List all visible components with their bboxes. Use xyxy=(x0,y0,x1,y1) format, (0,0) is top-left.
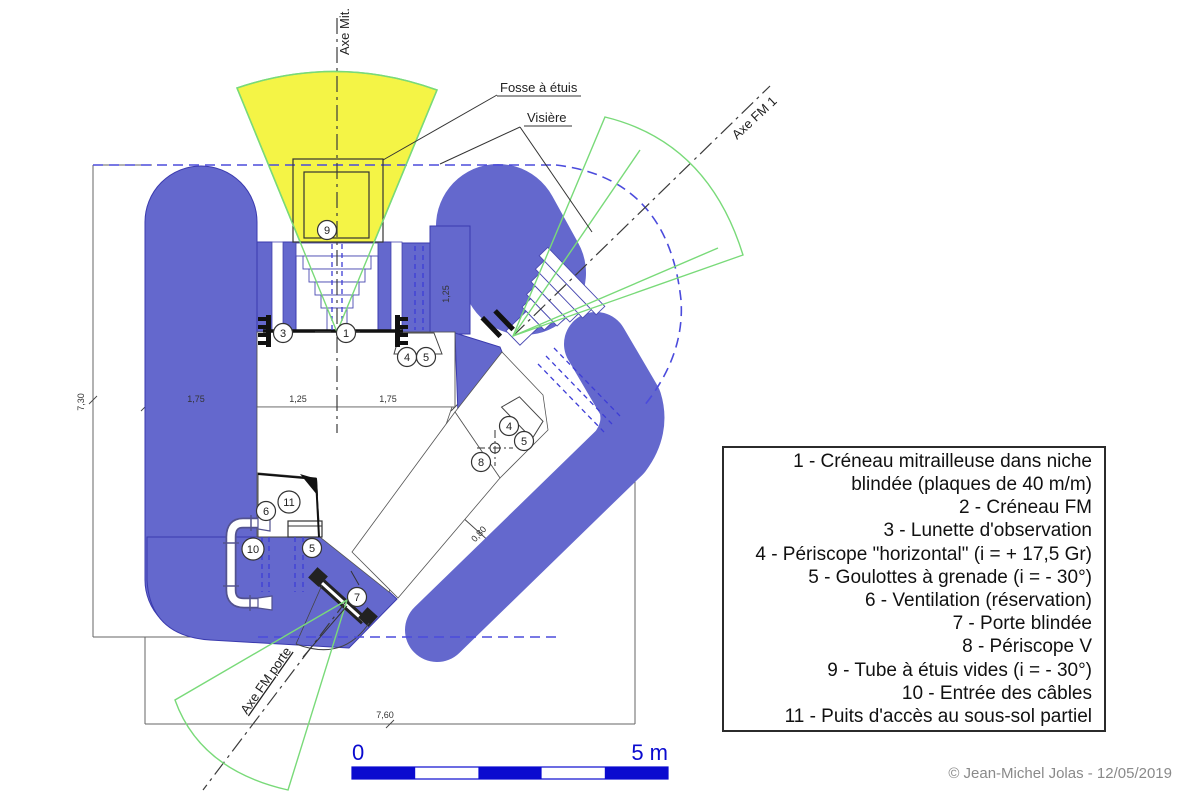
svg-text:5: 5 xyxy=(521,436,527,448)
periscope-v-crosshair xyxy=(477,430,513,466)
wall-front-right xyxy=(436,164,586,335)
legend-item: 6 - Ventilation (réservation) xyxy=(864,590,1092,611)
dim-seg-mid: 1,25 xyxy=(289,394,307,404)
ventilation-opening xyxy=(287,520,323,538)
plan-marker-4: 4 xyxy=(498,415,520,437)
dim-left-height: 7,30 xyxy=(76,393,86,411)
door-sector-outline xyxy=(174,598,349,791)
plan-marker-8: 8 xyxy=(470,451,492,473)
svg-text:4: 4 xyxy=(404,352,410,364)
axis-door xyxy=(202,599,348,791)
legend-item: 3 - Lunette d'observation xyxy=(883,520,1092,542)
fm1-sector-outline xyxy=(511,116,744,338)
plan-marker-9: 9 xyxy=(316,219,338,241)
callout-visiere: Visière xyxy=(527,110,567,125)
plan-marker-5: 5 xyxy=(513,430,535,452)
legend-item: 10 - Entrée des câbles xyxy=(901,682,1092,704)
axis-label-fm1: Axe FM 1 xyxy=(729,93,780,142)
legend-item: 7 - Porte blindée xyxy=(952,613,1092,635)
svg-text:6: 6 xyxy=(263,506,269,518)
dim-seg-left: 1,75 xyxy=(187,394,205,404)
plan-marker-4: 4 xyxy=(396,346,418,368)
door-swing-arc xyxy=(295,622,370,651)
scale-bar: 0 5 m xyxy=(351,740,669,780)
svg-text:5: 5 xyxy=(309,543,315,555)
plate-comb-left xyxy=(258,315,271,347)
well-room-wedge xyxy=(257,473,320,538)
plan-marker-10: 10 xyxy=(241,537,265,561)
callout-fosse: Fosse à étuis xyxy=(500,80,578,95)
fm-embrasure-steps xyxy=(505,246,606,346)
dim-bottom-width: 7,60 xyxy=(376,710,394,720)
wall-rear-band xyxy=(405,312,665,662)
plan-marker-11: 11 xyxy=(277,490,301,514)
legend-item: 1 - Créneau mitrailleuse dans niche blin… xyxy=(793,450,1092,496)
sector-outlines xyxy=(174,70,744,791)
axis-fm1 xyxy=(512,85,771,337)
legend-item: 8 - Périscope V xyxy=(962,636,1092,658)
scale-end-label: 5 m xyxy=(631,740,668,765)
svg-text:9: 9 xyxy=(324,225,330,237)
copyright-text: © Jean-Michel Jolas - 12/05/2019 xyxy=(948,765,1172,782)
leader-lines xyxy=(302,94,593,658)
svg-text:3: 3 xyxy=(280,328,286,340)
wall-mass xyxy=(144,164,665,662)
armour-plate-fm xyxy=(480,309,515,339)
mg-sector-outline xyxy=(236,70,438,334)
plate-comb-right xyxy=(395,315,408,347)
legend-item: 2 - Créneau FM xyxy=(958,497,1092,519)
plan-marker-1: 1 xyxy=(335,322,357,344)
svg-text:11: 11 xyxy=(283,497,294,509)
dim-seg-right: 1,75 xyxy=(379,394,397,404)
legend-item: 9 - Tube à étuis vides (i = - 30°) xyxy=(827,659,1092,681)
plan-marker-3: 3 xyxy=(272,322,294,344)
plan-marker-5: 5 xyxy=(415,346,437,368)
axis-label-mit: Axe Mit. xyxy=(337,8,352,55)
svg-text:4: 4 xyxy=(506,421,512,433)
svg-text:7: 7 xyxy=(354,592,360,604)
svg-text:1: 1 xyxy=(343,328,349,340)
svg-text:10: 10 xyxy=(247,544,259,556)
legend-item: 5 - Goulottes à grenade (i = - 30°) xyxy=(808,566,1092,588)
plan-marker-5: 5 xyxy=(301,537,323,559)
plan-marker-6: 6 xyxy=(255,500,277,522)
visor-dashed-outline xyxy=(93,164,683,638)
dim-niche-depth: 1,25 xyxy=(441,285,451,303)
legend-item: 11 - Puits d'accès au sous-sol partiel xyxy=(784,705,1092,727)
legend-item: 4 - Périscope "horizontal" (i = + 17,5 G… xyxy=(755,543,1092,565)
svg-text:8: 8 xyxy=(478,457,484,469)
scale-start-label: 0 xyxy=(352,740,364,765)
svg-text:5: 5 xyxy=(423,352,429,364)
legend-box: 1 - Créneau mitrailleuse dans niche blin… xyxy=(722,446,1106,732)
plan-marker-7: 7 xyxy=(346,586,368,608)
